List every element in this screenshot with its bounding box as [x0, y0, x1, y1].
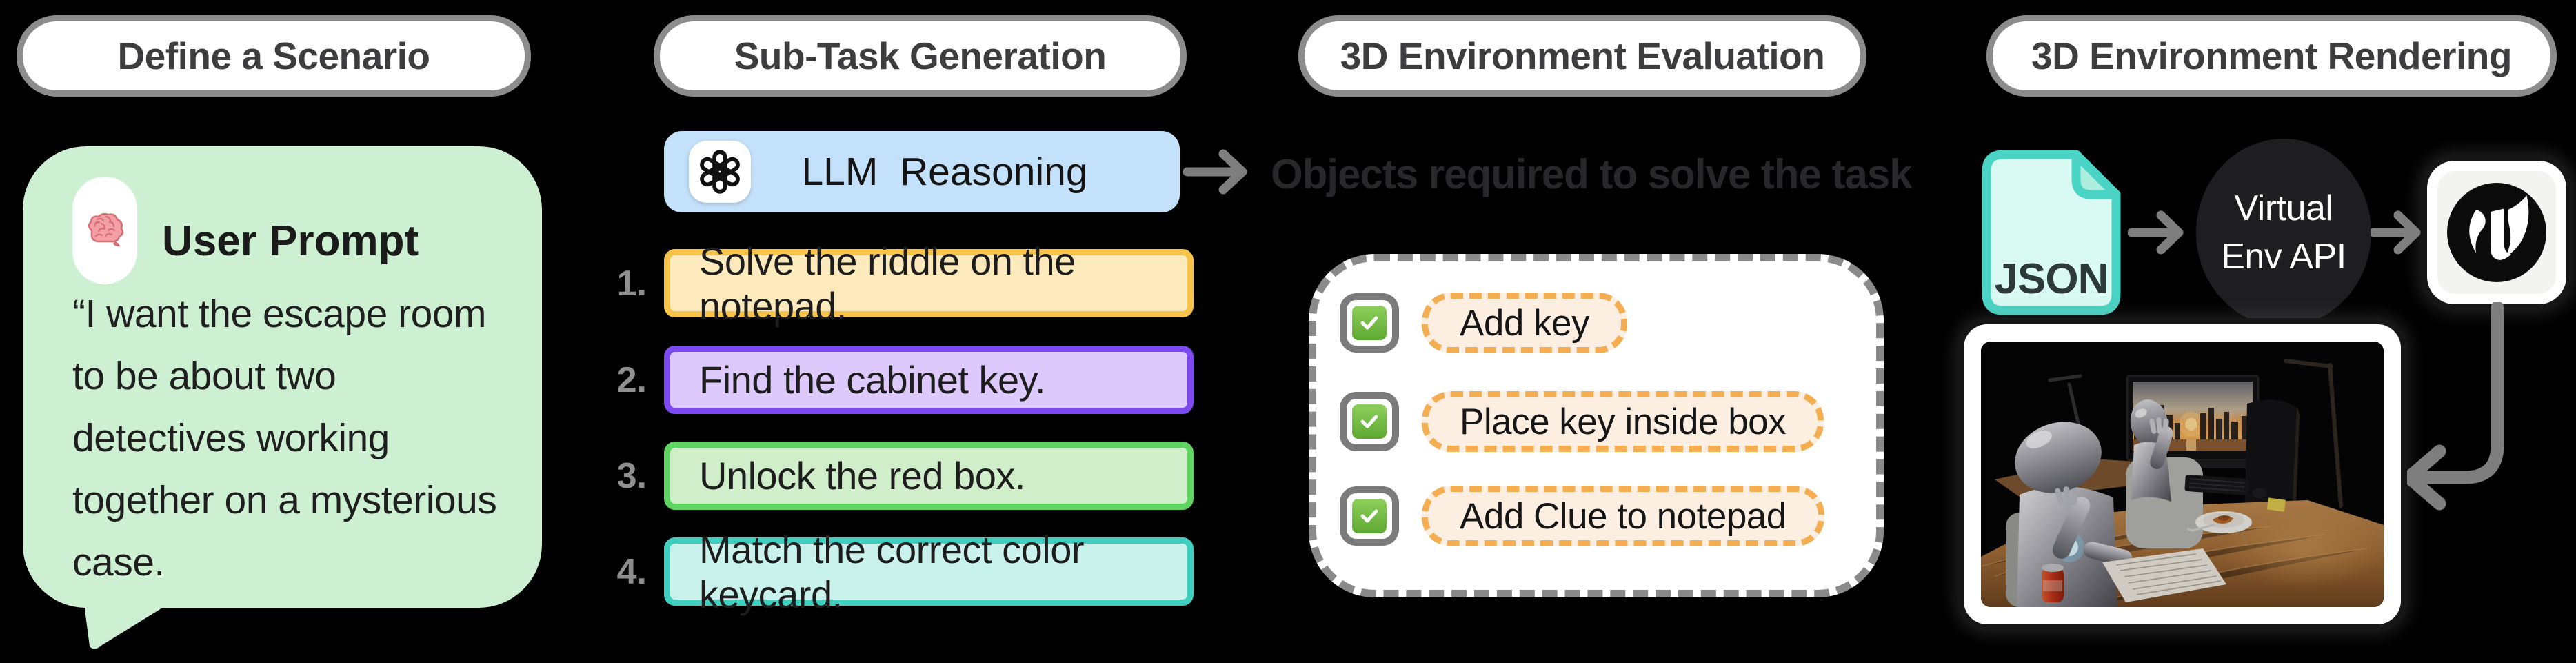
task-box-unlock-box: Unlock the red box.	[664, 442, 1194, 510]
evaluation-item-label: Add key	[1460, 302, 1590, 344]
task-box-match-keycard: Match the correct color keycard.	[664, 528, 1194, 616]
brain-icon-frame	[72, 177, 137, 284]
unreal-engine-logo-icon	[2447, 183, 2546, 282]
evaluation-row-add-clue: Add Clue to notepad	[1340, 486, 1824, 546]
api-label-line1: Virtual	[2234, 188, 2333, 228]
api-label-line2: Env API	[2221, 237, 2346, 277]
openai-logo-frame	[689, 141, 751, 203]
evaluation-pill: Add Clue to notepad	[1422, 486, 1824, 546]
evaluation-pill: Place key inside box	[1422, 391, 1824, 452]
user-prompt-bubble: User Prompt “I want the escape room to b…	[23, 146, 542, 608]
stage-header-label: 3D Environment Evaluation	[1340, 34, 1825, 77]
rendered-scene-card	[1964, 324, 2401, 624]
evaluation-item-label: Add Clue to notepad	[1460, 495, 1787, 537]
llm-reasoning-chip: LLM Reasoning	[664, 131, 1180, 212]
user-prompt-title: User Prompt	[162, 217, 419, 265]
json-file-label: JSON	[1994, 255, 2109, 303]
stage-header-environment-rendering: 3D Environment Rendering	[1986, 15, 2557, 97]
unreal-engine-card	[2427, 161, 2566, 304]
task-number: 1.	[616, 263, 647, 304]
arrow-llm-to-evaluation	[1183, 149, 1247, 195]
stage-header-subtask-generation: Sub-Task Generation	[654, 15, 1187, 97]
stage-header-define-scenario: Define a Scenario	[17, 15, 531, 97]
task-label: Unlock the red box.	[699, 454, 1025, 497]
arrow-json-to-api	[2128, 210, 2184, 255]
task-row-3: 3. Unlock the red box.	[598, 442, 1194, 510]
stage-header-label: Define a Scenario	[117, 34, 430, 77]
task-number: 2.	[616, 359, 647, 400]
rendered-scene-image	[1981, 342, 2384, 607]
task-label: Match the correct color keycard.	[699, 527, 1085, 616]
user-prompt-quote: “I want the escape room to be about two …	[72, 292, 497, 584]
evaluation-item-label: Place key inside box	[1460, 401, 1787, 442]
checked-checkbox-icon	[1352, 404, 1387, 439]
task-box-solve-riddle: Solve the riddle on the notepad.	[664, 239, 1194, 328]
checkbox-frame	[1340, 293, 1399, 353]
task-number: 4.	[616, 551, 647, 592]
json-file-icon	[1982, 150, 2121, 315]
checkbox-frame	[1340, 392, 1399, 451]
stage-header-environment-evaluation: 3D Environment Evaluation	[1298, 15, 1866, 97]
task-row-1: 1. Solve the riddle on the notepad.	[598, 239, 1194, 328]
task-number: 3.	[616, 455, 647, 496]
virtual-env-api-node: Virtual Env API	[2196, 139, 2371, 326]
openai-logo-icon	[700, 150, 740, 194]
evaluation-row-add-key: Add key	[1340, 293, 1628, 353]
arrow-api-to-engine	[2371, 210, 2421, 255]
task-label: Solve the riddle on the notepad.	[699, 239, 1076, 328]
speech-bubble-tail	[85, 605, 167, 649]
arrow-engine-to-render	[2402, 302, 2504, 511]
evaluation-pill: Add key	[1422, 293, 1628, 353]
task-row-4: 4. Match the correct color keycard.	[598, 528, 1194, 616]
checked-checkbox-icon	[1352, 306, 1387, 340]
evaluation-row-place-key: Place key inside box	[1340, 391, 1824, 452]
task-label: Find the cabinet key.	[699, 358, 1046, 402]
stage-header-label: Sub-Task Generation	[734, 34, 1107, 77]
checked-checkbox-icon	[1352, 499, 1387, 533]
unreal-engine-logo-frame	[2437, 171, 2556, 294]
task-row-2: 2. Find the cabinet key.	[598, 346, 1194, 414]
stage-header-label: 3D Environment Rendering	[2031, 34, 2512, 77]
evaluation-caption: Objects required to solve the task	[1271, 151, 1913, 197]
llm-reasoning-label: LLM Reasoning	[801, 150, 1088, 194]
checkbox-frame	[1340, 486, 1399, 546]
task-box-find-key: Find the cabinet key.	[664, 346, 1194, 414]
brain-icon	[88, 212, 124, 247]
